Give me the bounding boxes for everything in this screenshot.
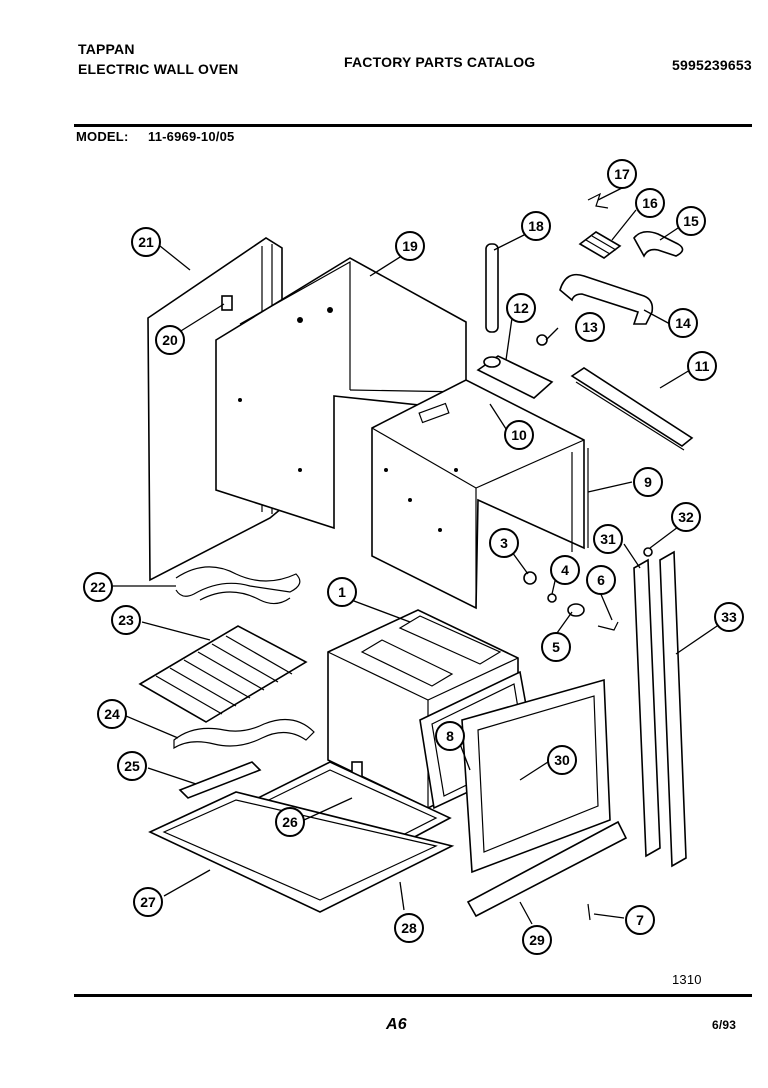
svg-text:8: 8 <box>446 728 454 744</box>
callout-16: 16 <box>635 188 665 218</box>
leader-lines <box>112 187 721 925</box>
callout-19: 19 <box>395 231 425 261</box>
oven-rack-part <box>138 625 308 723</box>
side-trim-33-part <box>659 550 687 868</box>
callout-27: 27 <box>133 887 163 917</box>
element-bracket-part <box>178 761 262 799</box>
svg-text:22: 22 <box>90 579 106 595</box>
callout-31: 31 <box>593 524 623 554</box>
side-trim-31-part <box>633 558 661 858</box>
callout-6: 6 <box>586 565 616 595</box>
svg-text:15: 15 <box>683 213 699 229</box>
screw-part <box>536 334 548 346</box>
model-number: 11-6969-10/05 <box>148 129 235 144</box>
callout-8: 8 <box>435 721 465 751</box>
vent-duct-part <box>559 273 654 325</box>
callout-29: 29 <box>522 925 552 955</box>
callout-26: 26 <box>275 807 305 837</box>
door-frame-part <box>461 678 611 874</box>
svg-text:20: 20 <box>162 332 178 348</box>
callout-17: 17 <box>607 159 637 189</box>
svg-text:14: 14 <box>675 315 691 331</box>
svg-text:27: 27 <box>140 894 156 910</box>
svg-text:28: 28 <box>401 920 417 936</box>
callout-32: 32 <box>671 502 701 532</box>
vent-tube-part <box>485 243 499 333</box>
callout-22: 22 <box>83 572 113 602</box>
drawing-code: 1310 <box>672 972 702 987</box>
callout-3: 3 <box>489 528 519 558</box>
callout-25: 25 <box>117 751 147 781</box>
callout-10: 10 <box>504 420 534 450</box>
callout-18: 18 <box>521 211 551 241</box>
svg-text:25: 25 <box>124 758 140 774</box>
svg-text:29: 29 <box>529 932 545 948</box>
svg-text:12: 12 <box>513 300 529 316</box>
switch-assembly-part <box>523 571 619 631</box>
bake-element-part <box>173 718 315 750</box>
callout-28: 28 <box>394 913 424 943</box>
bracket-part <box>221 295 233 311</box>
callout-7: 7 <box>625 905 655 935</box>
header-rule <box>74 124 752 127</box>
oven-wrapper-part <box>215 257 467 530</box>
svg-text:32: 32 <box>678 509 694 525</box>
svg-text:19: 19 <box>402 238 418 254</box>
callout-9: 9 <box>633 467 663 497</box>
callout-12: 12 <box>506 293 536 323</box>
callout-33: 33 <box>714 602 744 632</box>
catalog-number: 5995239653 <box>672 57 752 73</box>
svg-text:24: 24 <box>104 706 120 722</box>
callout-21: 21 <box>131 227 161 257</box>
svg-text:31: 31 <box>600 531 616 547</box>
svg-text:6: 6 <box>597 572 605 588</box>
screw-7-part <box>587 903 591 921</box>
model-label: MODEL: <box>76 129 129 144</box>
callout-15: 15 <box>676 206 706 236</box>
svg-text:3: 3 <box>500 535 508 551</box>
bottom-tray-part <box>148 791 455 913</box>
callout-20: 20 <box>155 325 185 355</box>
svg-text:4: 4 <box>561 562 569 578</box>
svg-text:17: 17 <box>614 166 630 182</box>
elbow-part <box>633 230 684 258</box>
catalog-title: FACTORY PARTS CATALOG <box>344 54 536 70</box>
filter-part <box>578 231 622 259</box>
svg-text:26: 26 <box>282 814 298 830</box>
callout-24: 24 <box>97 699 127 729</box>
callout-11: 11 <box>687 351 717 381</box>
trim-strip-part <box>570 367 694 451</box>
svg-text:30: 30 <box>554 752 570 768</box>
lower-trim-part <box>466 820 628 918</box>
svg-text:5: 5 <box>552 639 560 655</box>
clip-32-part <box>643 547 653 557</box>
callout-14: 14 <box>668 308 698 338</box>
page-number: A6 <box>386 1016 407 1033</box>
svg-text:9: 9 <box>644 474 652 490</box>
callout-1: 1 <box>327 577 357 607</box>
svg-text:18: 18 <box>528 218 544 234</box>
brand-name: TAPPAN <box>78 41 135 57</box>
callout-23: 23 <box>111 605 141 635</box>
svg-text:16: 16 <box>642 195 658 211</box>
svg-text:13: 13 <box>582 319 598 335</box>
callout-30: 30 <box>547 745 577 775</box>
svg-text:23: 23 <box>118 612 134 628</box>
svg-text:1: 1 <box>338 584 346 600</box>
footer-rule <box>74 994 752 997</box>
product-name: ELECTRIC WALL OVEN <box>78 61 239 77</box>
svg-text:7: 7 <box>636 912 644 928</box>
callout-4: 4 <box>550 555 580 585</box>
vent-cover-part <box>476 355 554 399</box>
svg-text:10: 10 <box>511 427 527 443</box>
broil-element-part <box>175 566 301 605</box>
svg-text:21: 21 <box>138 234 154 250</box>
callout-13: 13 <box>575 312 605 342</box>
svg-text:11: 11 <box>695 358 710 374</box>
svg-text:33: 33 <box>721 609 737 625</box>
callout-5: 5 <box>541 632 571 662</box>
catalog-date: 6/93 <box>712 1018 737 1032</box>
